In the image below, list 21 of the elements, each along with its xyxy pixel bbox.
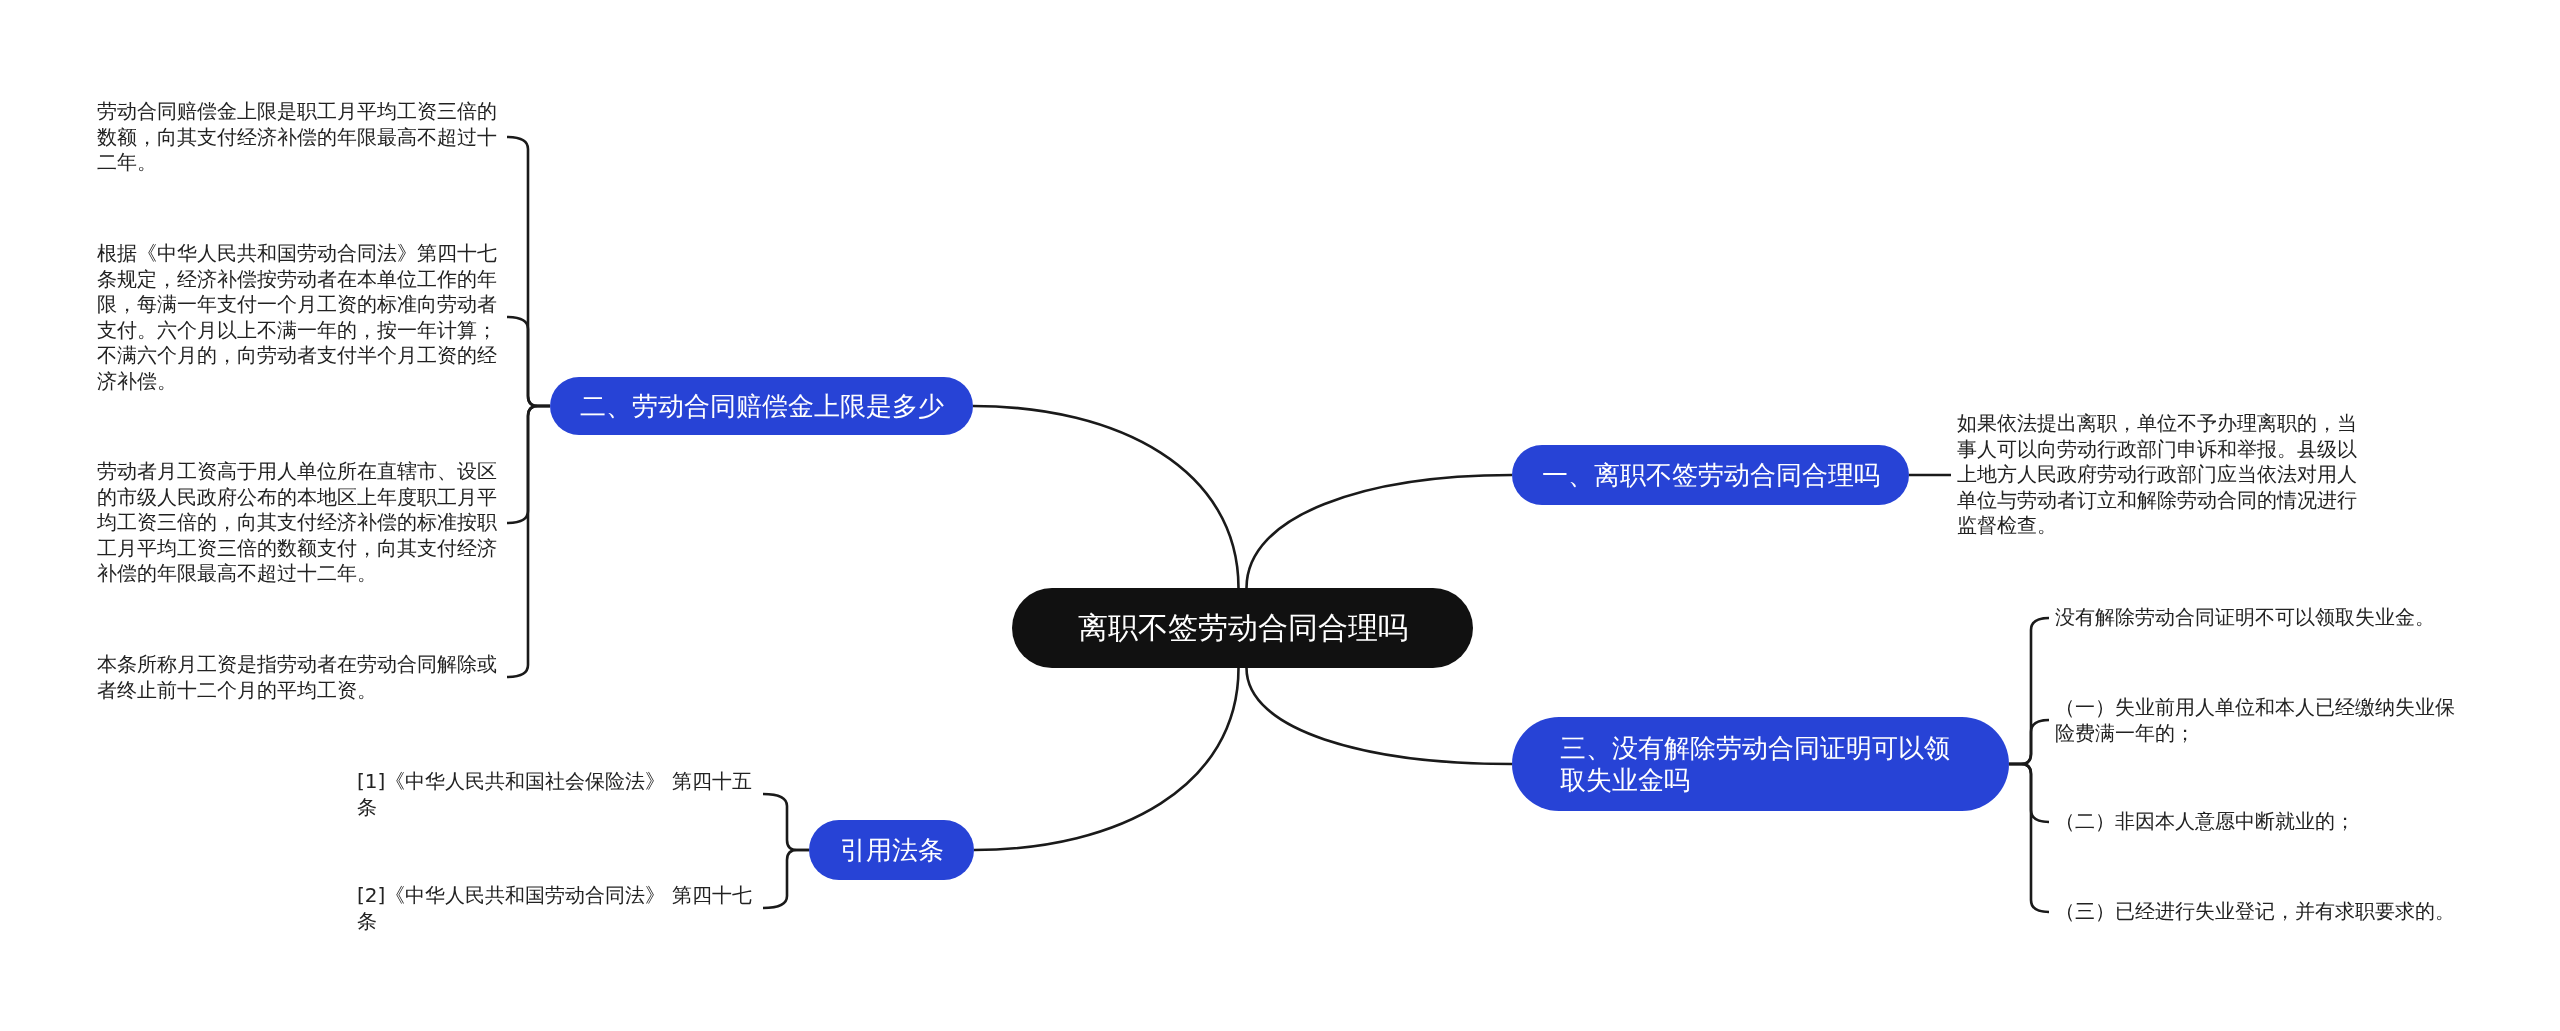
note-text: （三）已经进行失业登记，并有求职要求的。 [2055,899,2455,925]
note-text: （二）非因本人意愿中断就业的； [2055,809,2355,835]
note-text: 本条所称月工资是指劳动者在劳动合同解除或者终止前十二个月的平均工资。 [97,651,501,703]
topic-box: 一、离职不签劳动合同合理吗 [1512,445,1909,505]
central-topic-box: 离职不签劳动合同合理吗 [1012,588,1473,668]
connector-line [1245,667,1513,766]
connector-line [1909,473,1951,477]
topic-box: 二、劳动合同赔偿金上限是多少 [550,377,973,435]
connector-line [972,404,1240,589]
note-text: [1]《中华人民共和国社会保险法》 第四十五条 [357,768,757,820]
connector-line [973,667,1240,852]
note-text: 劳动合同赔偿金上限是职工月平均工资三倍的数额，向其支付经济补偿的年限最高不超过十二年。 [97,98,501,176]
note-text: 劳动者月工资高于用人单位所在直辖市、设区的市级人民政府公布的本地区上年度职工月平均工资三倍的，向其支付经济补偿的标准按职工月平均工资三倍的数额支付，向其支付经济补偿的年限最高不超过十二年。 [97,459,501,587]
topic-box: 三、没有解除劳动合同证明可以领取失业金吗 [1512,717,2009,811]
note-text: [2]《中华人民共和国劳动合同法》 第四十七条 [357,882,757,934]
note-text: 根据《中华人民共和国劳动合同法》第四十七条规定，经济补偿按劳动者在本单位工作的年限，每满一年支付一个月工资的标准向劳动者支付。六个月以上不满一年的，按一年计算；不满六个月的，向劳动者支付半个月工资的经济补偿。 [97,240,501,394]
note-text: 如果依法提出离职，单位不予办理离职的，当事人可以向劳动行政部门申诉和举报。县级以上地方人民政府劳动行政部门应当依法对用人单位与劳动者订立和解除劳动合同的情况进行监督检查。 [1957,411,2363,539]
note-text: （一）失业前用人单位和本人已经缴纳失业保险费满一年的； [2055,694,2465,746]
note-text: 没有解除劳动合同证明不可以领取失业金。 [2055,605,2435,631]
topic-box: 引用法条 [809,820,974,880]
connector-line [1245,473,1513,589]
